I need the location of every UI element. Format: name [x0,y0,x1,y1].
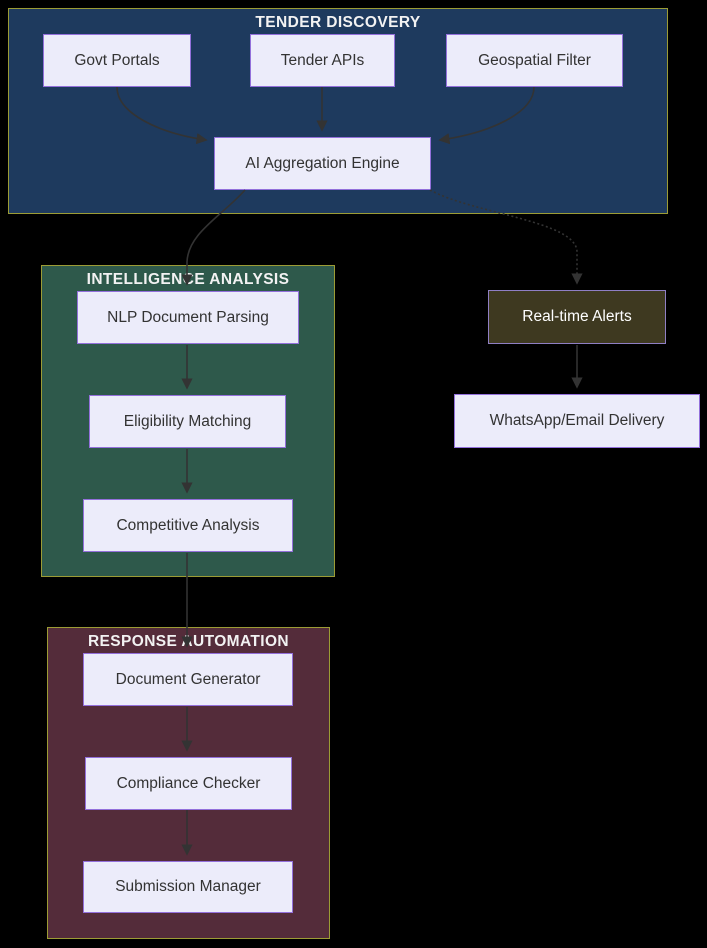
cluster-title-tender-discovery: TENDER DISCOVERY [255,14,421,31]
node-eligibility-matching: Eligibility Matching [89,395,286,448]
node-compliance-checker: Compliance Checker [85,757,292,810]
node-whatsapp-email-delivery: WhatsApp/Email Delivery [454,394,700,448]
node-tender-apis: Tender APIs [250,34,395,87]
cluster-title-response-automation: RESPONSE AUTOMATION [87,633,290,650]
node-govt-portals: Govt Portals [43,34,191,87]
node-document-generator: Document Generator [83,653,293,706]
node-submission-manager: Submission Manager [83,861,293,913]
node-competitive-analysis: Competitive Analysis [83,499,293,552]
node-real-time-alerts: Real-time Alerts [488,290,666,344]
cluster-title-intelligence-analysis: INTELLIGENCE ANALYSIS [86,271,290,288]
node-geospatial-filter: Geospatial Filter [446,34,623,87]
node-ai-aggregation-engine: AI Aggregation Engine [214,137,431,190]
node-nlp-document-parsing: NLP Document Parsing [77,291,299,344]
